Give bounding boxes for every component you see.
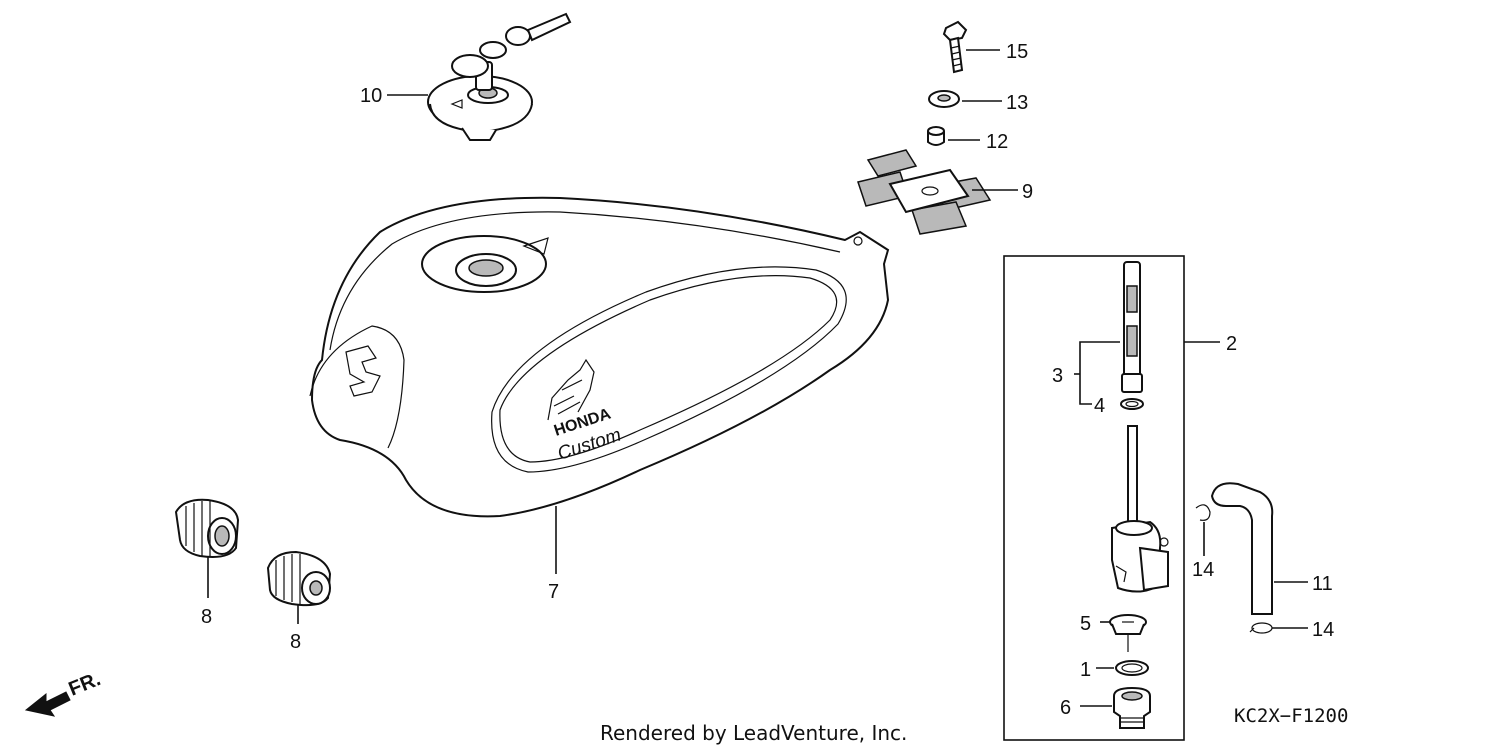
callout-3: 3: [1052, 365, 1063, 387]
callout-6: 6: [1060, 697, 1071, 719]
drain-plug-part-6[interactable]: [1113, 686, 1151, 729]
front-direction-arrow-icon: FR.: [24, 668, 104, 717]
callout-2: 2: [1226, 333, 1237, 355]
tank-cushion-part-8-left[interactable]: [174, 498, 240, 558]
callout-12: 12: [986, 131, 1008, 153]
callout-7: 7: [548, 581, 559, 603]
callout-11: 11: [1312, 573, 1333, 595]
diagram-code: KC2X−F1200: [1234, 705, 1348, 727]
tank-cushion-part-8-right[interactable]: [266, 550, 332, 607]
render-credit: Rendered by LeadVenture, Inc.: [600, 721, 907, 745]
callout-1: 1: [1080, 659, 1091, 681]
fuel-cap-part-10[interactable]: [427, 12, 572, 141]
callout-8-right: 8: [290, 631, 301, 653]
callout-10: 10: [360, 85, 382, 107]
tube-clip-part-14-upper[interactable]: [1195, 504, 1211, 521]
washer-part-13[interactable]: [928, 90, 960, 108]
callout-13: 13: [1006, 92, 1028, 114]
callout-5: 5: [1080, 613, 1091, 635]
callout-15: 15: [1006, 41, 1028, 63]
callout-4: 4: [1094, 395, 1105, 417]
callout-9: 9: [1022, 181, 1033, 203]
filter-cup-part-5[interactable]: [1109, 614, 1147, 652]
callout-14-upper: 14: [1192, 559, 1214, 581]
collar-part-12[interactable]: [927, 126, 945, 146]
rubber-mount-part-9[interactable]: [857, 149, 992, 235]
front-indicator-label: FR.: [66, 668, 104, 700]
o-ring-part-4[interactable]: [1120, 398, 1144, 410]
callout-14-lower: 14: [1312, 619, 1334, 641]
fuel-valve-body[interactable]: [1111, 425, 1169, 593]
fuel-valve-assembly-box: [1003, 255, 1185, 741]
fuel-tube-part-11[interactable]: [1210, 482, 1274, 615]
fuel-tank-part-7[interactable]: HONDA Custom: [309, 196, 890, 518]
bolt-part-15[interactable]: [942, 20, 968, 74]
o-ring-part-1[interactable]: [1115, 660, 1149, 676]
fuel-strainer-part-3[interactable]: [1121, 261, 1143, 393]
tube-clip-part-14-lower[interactable]: [1249, 622, 1273, 634]
callout-8-left: 8: [201, 606, 212, 628]
